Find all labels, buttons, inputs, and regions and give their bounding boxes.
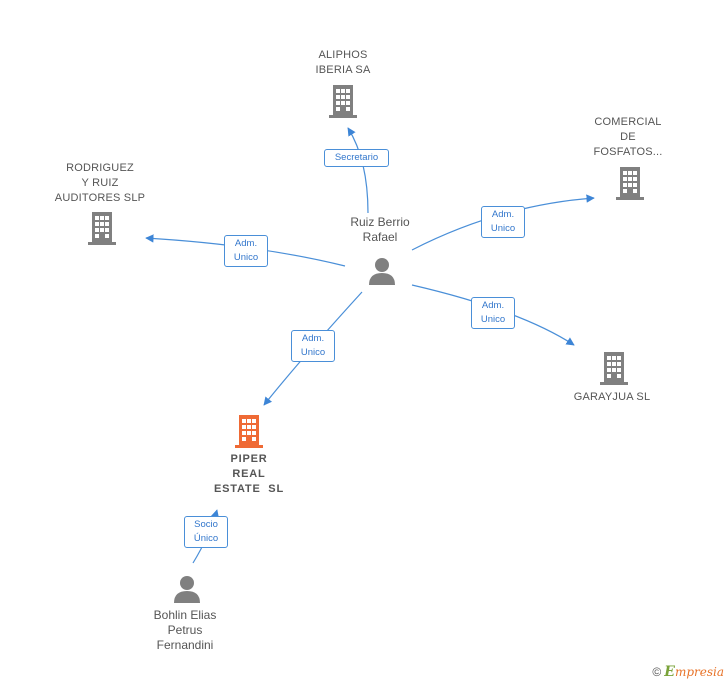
company-label-rodriguez[interactable]: RODRIGUEZ Y RUIZ AUDITORES SLP [54, 162, 146, 204]
edge-label-secretario: Secretario [324, 149, 389, 167]
edge-label-adm-piper: Adm. Unico [291, 330, 335, 362]
company-label-comercial[interactable]: COMERCIAL DE FOSFATOS... [593, 116, 663, 158]
company-label-garayjua[interactable]: GARAYJUA SL [573, 391, 651, 403]
copyright-notice: © Empresia [652, 664, 724, 680]
building-icon[interactable] [614, 165, 646, 201]
company-label-piper[interactable]: PIPER REAL ESTATE SL [214, 453, 284, 495]
edge-ruiz-to-aliphos [347, 127, 369, 214]
building-icon[interactable] [598, 350, 630, 386]
focus-building-icon[interactable] [233, 413, 265, 449]
empresia-logo[interactable]: Empresia [664, 664, 724, 680]
edge-label-adm-comercial: Adm. Unico [481, 206, 525, 238]
brand-initial: E [664, 664, 675, 680]
company-label-aliphos[interactable]: ALIPHOS IBERIA SA [315, 49, 371, 76]
edge-label-socio-unico: Socio Único [184, 516, 228, 548]
edge-label-adm-rodriguez: Adm. Unico [224, 235, 268, 267]
building-icon[interactable] [86, 210, 118, 246]
edge-label-adm-garayjua: Adm. Unico [471, 297, 515, 329]
brand-rest: mpresia [674, 665, 724, 679]
person-icon[interactable] [172, 574, 202, 604]
building-icon[interactable] [327, 83, 359, 119]
copyright-symbol: © [652, 665, 662, 679]
person-icon[interactable] [367, 256, 397, 286]
person-label-ruiz[interactable]: Ruiz Berrio Rafael [350, 215, 410, 244]
person-label-bohlin[interactable]: Bohlin Elias Petrus Fernandini [153, 608, 217, 652]
